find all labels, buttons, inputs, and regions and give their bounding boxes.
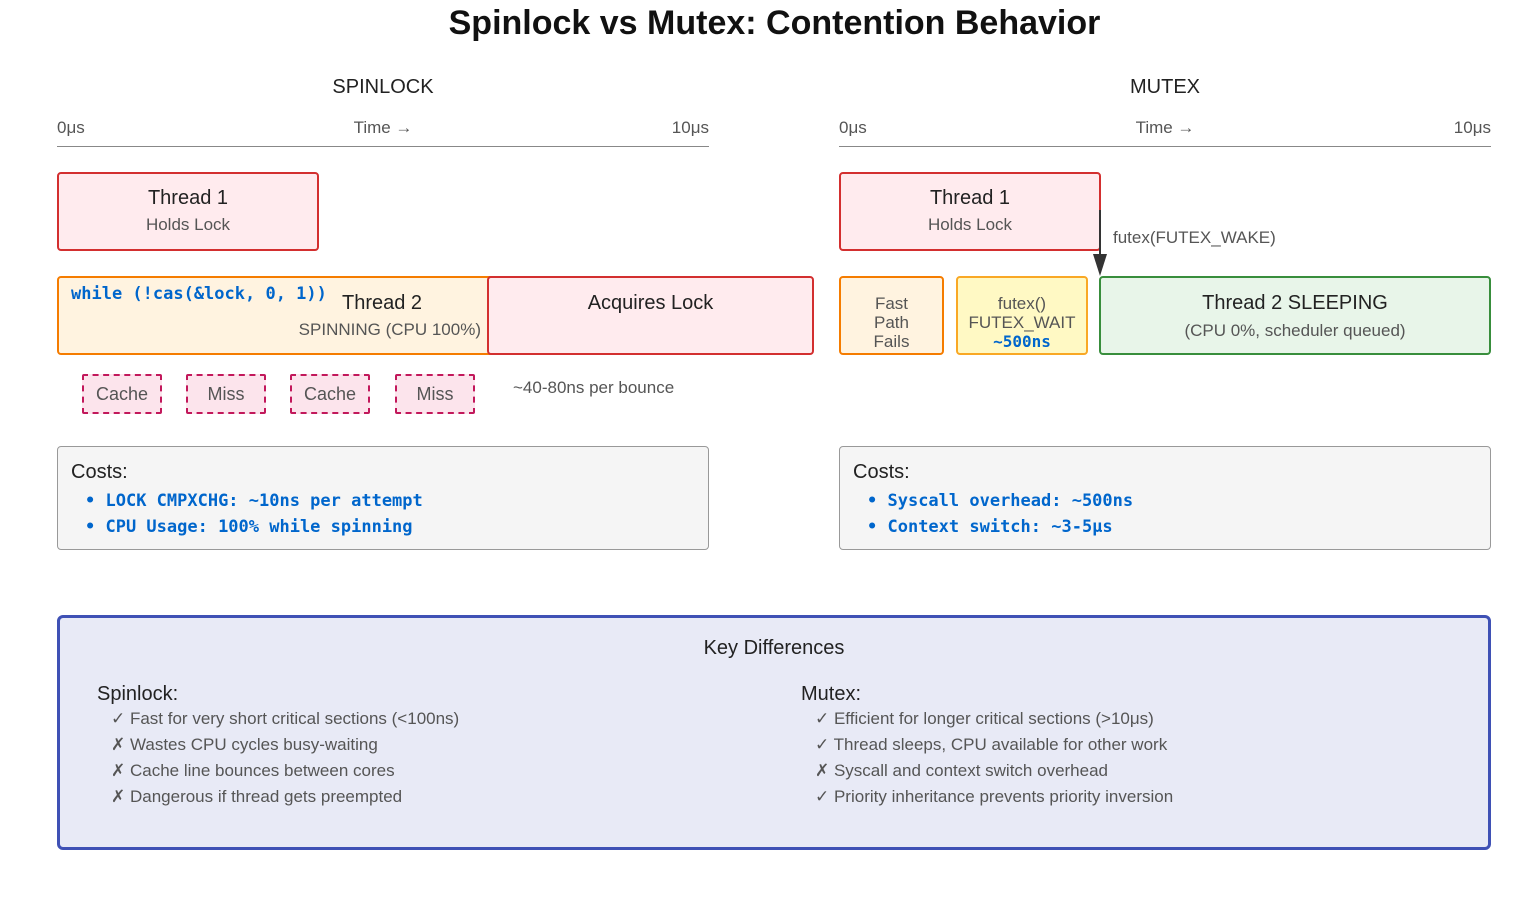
futex-line: futex() bbox=[997, 294, 1047, 313]
axis-start: 0μs bbox=[839, 118, 867, 137]
key-item: ✗ Syscall and context switch overhead bbox=[815, 761, 1109, 780]
spinlock-thread2: while (!cas(&lock, 0, 1)) Thread 2 SPINN… bbox=[57, 276, 497, 355]
acquires-lock: Acquires Lock bbox=[487, 276, 814, 355]
acquires-lock-label: Acquires Lock bbox=[587, 292, 714, 314]
mutex-thread1: Thread 1 Holds Lock bbox=[839, 172, 1101, 251]
key-item: ✓ Thread sleeps, CPU available for other… bbox=[815, 735, 1168, 754]
key-item: ✗ Cache line bounces between cores bbox=[111, 761, 395, 780]
axis-label: Time → bbox=[353, 118, 413, 137]
cost-item: LOCK CMPXCHG: ~10ns per attempt bbox=[71, 488, 695, 514]
thread1-sub: Holds Lock bbox=[145, 215, 231, 234]
cache-box: Miss bbox=[186, 374, 266, 414]
key-item: ✗ Dangerous if thread gets preempted bbox=[111, 787, 403, 806]
cache-box: Cache bbox=[82, 374, 162, 414]
thread2-title: Thread 2 bbox=[342, 292, 423, 314]
diagram-title: Spinlock vs Mutex: Contention Behavior bbox=[448, 4, 1101, 42]
axis-end: 10μs bbox=[1453, 118, 1491, 137]
fast-path-line: Path bbox=[874, 313, 909, 332]
key-mutex: Mutex: ✓ Efficient for longer critical s… bbox=[801, 683, 1173, 810]
axis-start: 0μs bbox=[57, 118, 85, 137]
spinlock-costs: Costs: LOCK CMPXCHG: ~10ns per attempt C… bbox=[57, 446, 709, 550]
cost-item: CPU Usage: 100% while spinning bbox=[71, 514, 695, 540]
key-spinlock: Spinlock: ✓ Fast for very short critical… bbox=[97, 683, 459, 810]
time-axis-line bbox=[839, 146, 1491, 147]
sleeping-title: Thread 2 SLEEPING bbox=[1202, 292, 1388, 314]
costs-heading: Costs: bbox=[71, 461, 128, 483]
wake-arrow-icon bbox=[1093, 210, 1107, 276]
thread1-title: Thread 1 bbox=[929, 187, 1011, 209]
key-item: ✓ Fast for very short critical sections … bbox=[111, 709, 460, 728]
fast-path-line: Fast bbox=[874, 294, 909, 313]
spin-code: while (!cas(&lock, 0, 1)) bbox=[71, 284, 327, 304]
cache-box: Miss bbox=[395, 374, 475, 414]
key-differences: Key Differences Spinlock: ✓ Fast for ver… bbox=[57, 615, 1491, 850]
key-mutex-heading: Mutex: bbox=[801, 683, 862, 705]
sleeping-sub: (CPU 0%, scheduler queued) bbox=[1184, 321, 1406, 340]
axis-label: Time → bbox=[1135, 118, 1195, 137]
axis-end: 10μs bbox=[671, 118, 709, 137]
thread2-sleeping: Thread 2 SLEEPING (CPU 0%, scheduler que… bbox=[1099, 276, 1491, 355]
cost-item: Syscall overhead: ~500ns bbox=[853, 488, 1477, 514]
mutex-heading: MUTEX bbox=[1130, 76, 1200, 98]
spinlock-thread1: Thread 1 Holds Lock bbox=[57, 172, 319, 251]
thread1-sub: Holds Lock bbox=[927, 215, 1013, 234]
futex-cost: ~500ns bbox=[993, 332, 1051, 351]
cache-box: Cache bbox=[290, 374, 370, 414]
key-item: ✓ Priority inheritance prevents priority… bbox=[815, 787, 1174, 806]
wake-label: futex(FUTEX_WAKE) bbox=[1113, 228, 1276, 247]
futex-wait: futex() FUTEX_WAIT ~500ns bbox=[956, 276, 1088, 355]
thread2-sub: SPINNING (CPU 100%) bbox=[298, 320, 481, 339]
bounce-note: ~40-80ns per bounce bbox=[513, 378, 675, 397]
key-heading: Key Differences bbox=[703, 637, 845, 659]
costs-heading: Costs: bbox=[853, 461, 910, 483]
key-item: ✗ Wastes CPU cycles busy-waiting bbox=[111, 735, 378, 754]
time-axis-line bbox=[57, 146, 709, 147]
thread1-title: Thread 1 bbox=[147, 187, 229, 209]
spinlock-heading: SPINLOCK bbox=[332, 76, 434, 98]
futex-line: FUTEX_WAIT bbox=[968, 313, 1076, 332]
key-item: ✓ Efficient for longer critical sections… bbox=[815, 709, 1154, 728]
key-spinlock-heading: Spinlock: bbox=[97, 683, 179, 705]
fast-path-line: Fails bbox=[873, 332, 910, 351]
mutex-costs: Costs: Syscall overhead: ~500ns Context … bbox=[839, 446, 1491, 550]
cost-item: Context switch: ~3-5μs bbox=[853, 514, 1477, 540]
fast-path-fails: Fast Path Fails bbox=[839, 276, 944, 355]
